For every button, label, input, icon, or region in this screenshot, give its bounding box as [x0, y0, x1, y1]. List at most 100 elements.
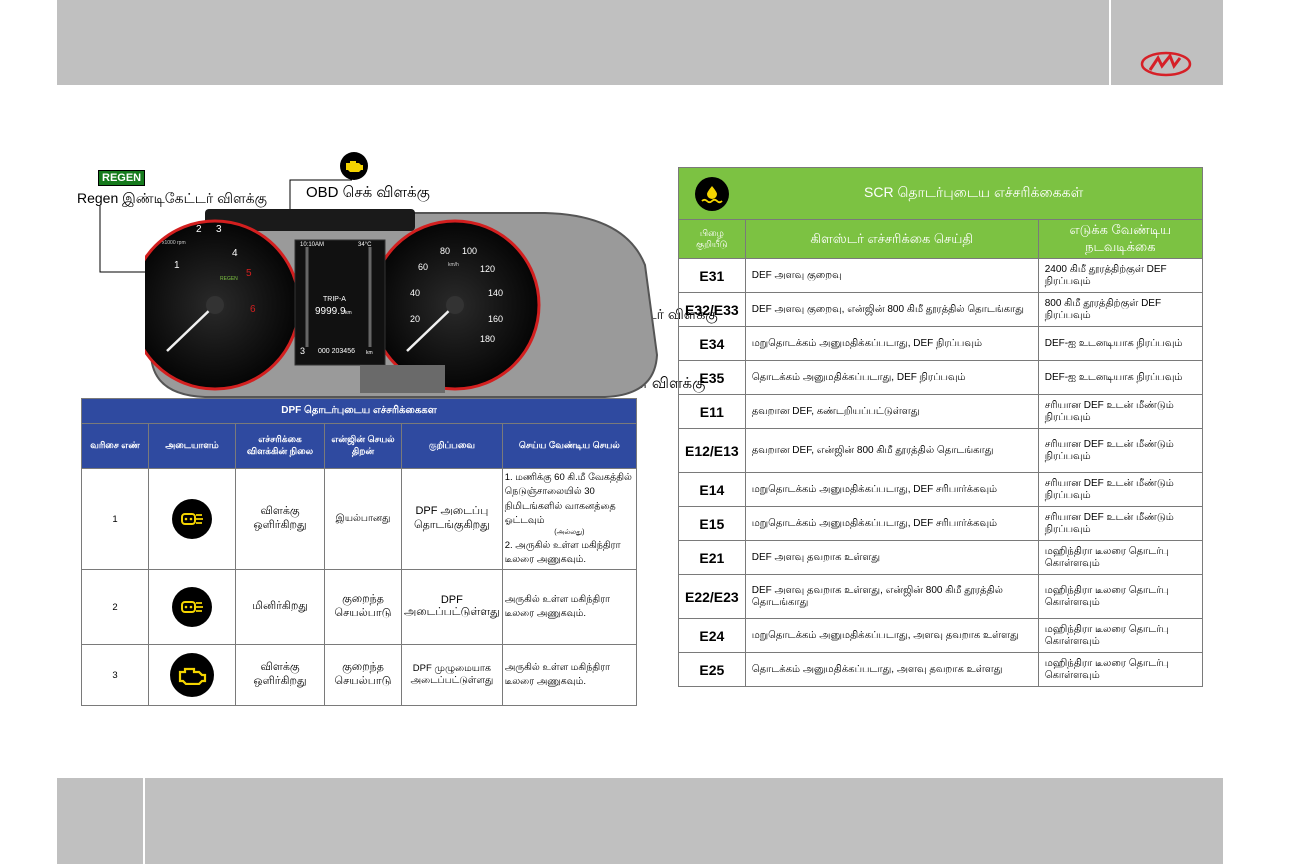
action-step: 1. மணிக்கு 60 கி.மீ வேகத்தில் நெடுஞ்சாலை… — [504, 472, 632, 526]
table-row: 1 விளக்கு ஒளிர்கிறது இயல்பானது DPF அடைப்… — [81, 468, 638, 570]
trip-value: 9999.9 — [315, 306, 346, 317]
row-meaning: DPF அடைப்பு தொடங்குகிறது — [401, 468, 503, 570]
row-number: 1 — [81, 468, 149, 570]
cluster-message: மறுதொடக்கம் அனுமதிக்கப்படாது, DEF சரிபார… — [744, 506, 1039, 541]
dpf-table-title: DPF தொடர்புடைய எச்சரிக்கைகள — [81, 398, 637, 424]
error-code: E34 — [678, 326, 746, 361]
row-performance: குறைந்த செயல்பாடு — [324, 644, 402, 706]
trip-label: TRIP-A — [323, 296, 346, 303]
error-code: E15 — [678, 506, 746, 541]
required-action: மஹிந்திரா டீலரை தொடர்பு கொள்ளவும் — [1037, 618, 1204, 653]
row-state: விளக்கு ஒளிர்கிறது — [235, 468, 325, 570]
tacho-tick: 4 — [232, 248, 238, 259]
dpf-header-meaning: குறிப்பவை — [401, 423, 503, 469]
error-code: E31 — [678, 258, 746, 293]
dpf-warnings-table: DPF தொடர்புடைய எச்சரிக்கைகள வரிசை எண் அட… — [81, 398, 638, 706]
mahindra-logo-icon — [1140, 51, 1192, 77]
row-number: 2 — [81, 569, 149, 645]
cluster-message: மறுதொடக்கம் அனுமதிக்கப்படாது, DEF சரிபார… — [744, 472, 1039, 507]
action-step: அருகில் உள்ள மகிந்திரா டீலரை அணுகவும். — [504, 593, 610, 619]
regen-indicator-label: Regen இண்டிகேட்டர் விளக்கு — [77, 190, 267, 206]
engine-check-icon — [170, 653, 214, 697]
gear-indicator: 3 — [300, 346, 306, 356]
dpf-header-action: செய்ய வேண்டிய செயல் — [501, 423, 638, 469]
scr-header-code: பிழை குறியீடு — [678, 219, 746, 259]
header-bar — [57, 0, 1223, 85]
row-meaning: DPF முழுமையாக அடைப்பட்டுள்ளது — [401, 644, 503, 706]
trip-unit: km — [345, 310, 352, 316]
dpf-header-icon: அடையாளம் — [148, 423, 236, 469]
dpf-icon — [172, 499, 212, 539]
regen-badge: REGEN — [98, 170, 146, 186]
speed-tick: 120 — [480, 264, 496, 274]
scr-icon-cell — [678, 167, 746, 220]
required-action: சரியான DEF உடன் மீண்டும் நிரப்பவும் — [1037, 394, 1204, 429]
speed-tick: 160 — [488, 314, 504, 324]
error-code: E25 — [678, 652, 746, 687]
row-performance: குறைந்த செயல்பாடு — [324, 569, 402, 645]
row-icon-cell — [148, 468, 236, 570]
scr-header-message: கிளஸ்டர் எச்சரிக்கை செய்தி — [744, 219, 1039, 259]
required-action: 800 கிமீ தூரத்திற்குள் DEF நிரப்பவும் — [1037, 292, 1204, 327]
tacho-tick: 3 — [216, 224, 222, 235]
dpf-header-no: வரிசை எண் — [81, 423, 149, 469]
required-action: DEF-ஐ உடனடியாக நிரப்பவும் — [1037, 326, 1204, 361]
speed-unit: km/h — [448, 262, 459, 268]
tacho-tick: 6 — [250, 304, 256, 315]
regen-indicator-mini: REGEN — [220, 276, 238, 282]
speed-tick: 180 — [480, 334, 496, 344]
row-meaning: DPF அடைப்பட்டுள்ளது — [401, 569, 503, 645]
required-action: சரியான DEF உடன் மீண்டும் நிரப்பவும் — [1037, 472, 1204, 507]
required-action: மஹிந்திரா டீலரை தொடர்பு கொள்ளவும் — [1037, 574, 1204, 619]
error-code: E24 — [678, 618, 746, 653]
ambient-temp: 34°C — [358, 242, 372, 248]
required-action: மஹிந்திரா டீலரை தொடர்பு கொள்ளவும் — [1037, 540, 1204, 575]
table-row: 3 விளக்கு ஒளிர்கிறது குறைந்த செயல்பாடு D… — [81, 644, 638, 706]
cluster-message: தொடக்கம் அனுமதிக்கப்படாது, DEF நிரப்பவும… — [744, 360, 1039, 395]
row-number: 3 — [81, 644, 149, 706]
speed-tick: 100 — [462, 246, 478, 256]
cluster-message: தவறான DEF, என்ஜின் 800 கிமீ தூரத்தில் தொ… — [744, 428, 1039, 473]
obd-label: OBD செக் விளக்கு — [306, 184, 430, 201]
error-code: E12/E13 — [678, 428, 746, 473]
cluster-message: மறுதொடக்கம் அனுமதிக்கப்படாது, அளவு தவறாக… — [744, 618, 1039, 653]
scr-warnings-table: SCR தொடர்புடைய எச்சரிக்கைகள் பிழை குறியீ… — [678, 167, 1204, 687]
scr-header-action: எடுக்க வேண்டிய நடவடிக்கை — [1037, 219, 1204, 259]
action-or: (அல்லது) — [554, 529, 585, 536]
def-fluid-icon — [695, 176, 730, 211]
dpf-header-state: எச்சரிக்கை விளக்கின் நிலை — [235, 423, 325, 469]
error-code: E32/E33 — [678, 292, 746, 327]
speed-tick: 20 — [410, 314, 421, 324]
scr-table-title: SCR தொடர்புடைய எச்சரிக்கைகள் — [745, 167, 1204, 220]
error-code: E22/E23 — [678, 574, 746, 619]
speed-tick: 40 — [410, 288, 421, 298]
speed-tick: 60 — [418, 262, 429, 272]
clock: 10:10AM — [300, 242, 325, 248]
row-action: அருகில் உள்ள மகிந்திரா டீலரை அணுகவும். — [501, 644, 638, 706]
row-icon-cell — [148, 569, 236, 645]
table-row: 2 மினிர்கிறது குறைந்த செயல்பாடு DPF அடைப… — [81, 569, 638, 645]
odometer: 000 203456 — [318, 348, 355, 355]
obd-check-icon — [340, 152, 368, 180]
speed-tick: 140 — [488, 288, 504, 298]
tacho-unit: x1000 rpm — [162, 240, 186, 246]
cluster-message: மறுதொடக்கம் அனுமதிக்கப்படாது, DEF நிரப்ப… — [744, 326, 1039, 361]
row-action: 1. மணிக்கு 60 கி.மீ வேகத்தில் நெடுஞ்சாலை… — [501, 468, 638, 570]
tacho-tick: 2 — [196, 224, 202, 235]
instrument-cluster — [145, 209, 659, 398]
required-action: சரியான DEF உடன் மீண்டும் நிரப்பவும் — [1037, 506, 1204, 541]
tacho-tick: 5 — [246, 268, 252, 279]
cluster-message: DEF அளவு தவறாக உள்ளது — [744, 540, 1039, 575]
error-code: E11 — [678, 394, 746, 429]
row-performance: இயல்பானது — [324, 468, 402, 570]
action-step: 2. அருகில் உள்ள மகிந்திரா டீலரை அணுகவும்… — [504, 539, 621, 565]
